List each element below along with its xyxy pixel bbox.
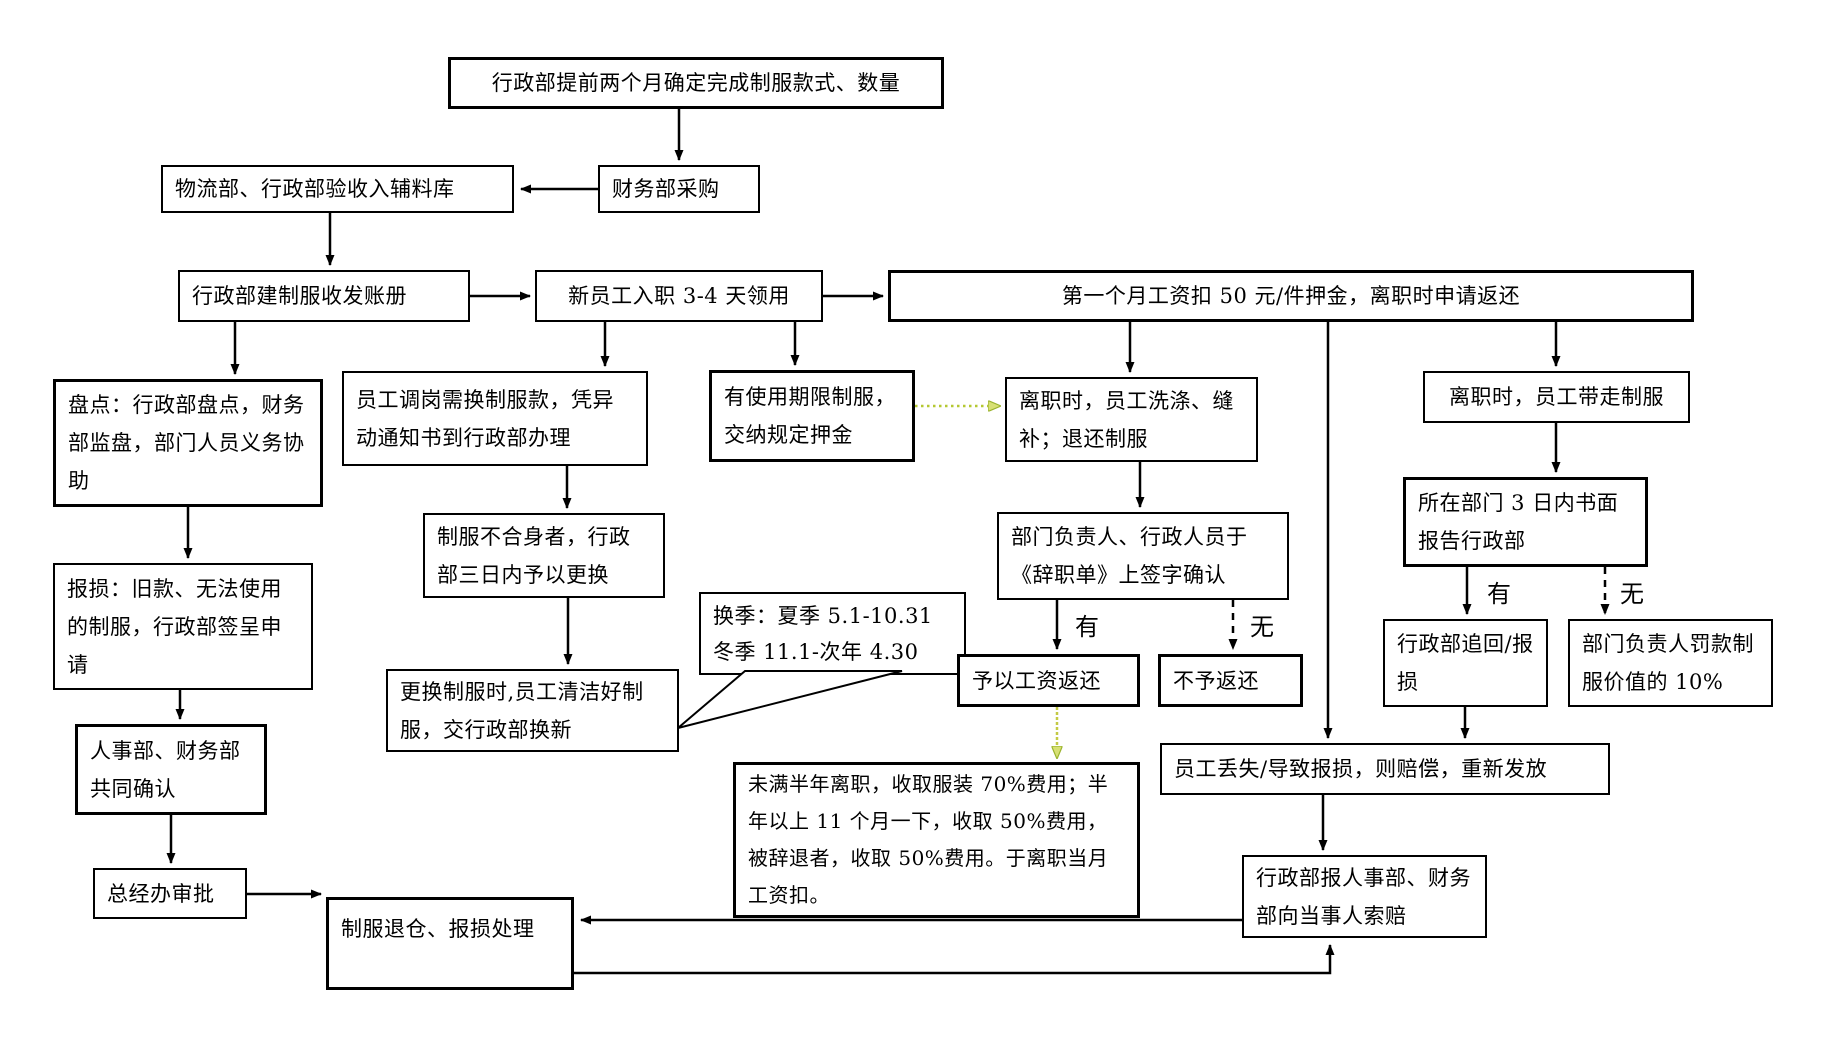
node-determine-style-qty: 行政部提前两个月确定完成制服款式、数量 xyxy=(448,57,944,109)
node-loss-compensate: 员工丢失/导致报损，则赔偿，重新发放 xyxy=(1160,743,1610,795)
node-unfit-exchange: 制服不合身者，行政部三日内予以更换 xyxy=(423,513,665,598)
label-resign-no: 无 xyxy=(1250,613,1274,641)
node-gm-approve: 总经办审批 xyxy=(93,868,247,919)
label-report-no: 无 xyxy=(1620,580,1644,608)
node-renew-clean: 更换制服时,员工清洁好制服，交行政部换新 xyxy=(386,669,679,752)
node-refund-with-salary: 予以工资返还 xyxy=(957,654,1140,707)
node-finance-purchase: 财务部采购 xyxy=(598,165,760,213)
node-no-refund: 不予返还 xyxy=(1158,654,1303,707)
node-hr-finance-confirm: 人事部、财务部共同确认 xyxy=(75,724,267,815)
node-admin-recover: 行政部追回/报损 xyxy=(1383,619,1548,707)
label-report-yes: 有 xyxy=(1487,580,1511,608)
node-claim-compensation: 行政部报人事部、财务部向当事人索赔 xyxy=(1242,855,1487,938)
node-salary-deposit: 第一个月工资扣 50 元/件押金，离职时申请返还 xyxy=(888,270,1694,322)
node-uniform-ledger: 行政部建制服收发账册 xyxy=(178,270,470,322)
node-term-deposit: 有使用期限制服，交纳规定押金 xyxy=(709,370,915,462)
node-damage-report: 报损：旧款、无法使用的制服，行政部签呈申请 xyxy=(53,563,313,690)
node-return-warehouse: 制服退仓、报损处理 xyxy=(326,897,574,990)
node-receive-warehouse: 物流部、行政部验收入辅料库 xyxy=(161,165,514,213)
node-report-3days: 所在部门 3 日内书面报告行政部 xyxy=(1403,477,1648,567)
node-resign-sign-confirm: 部门负责人、行政人员于《辞职单》上签字确认 xyxy=(997,512,1289,600)
node-newhire-issue: 新员工入职 3-4 天领用 xyxy=(535,270,823,322)
node-inventory-check: 盘点：行政部盘点，财务部监盘，部门人员义务协助 xyxy=(53,379,323,507)
node-transfer-change: 员工调岗需换制服款，凭异动通知书到行政部办理 xyxy=(342,371,648,466)
node-manager-fine: 部门负责人罚款制服价值的 10% xyxy=(1568,619,1773,707)
label-resign-yes: 有 xyxy=(1075,613,1099,641)
node-leave-wash-return: 离职时，员工洗涤、缝补；退还制服 xyxy=(1005,377,1258,462)
node-leave-takeaway: 离职时，员工带走制服 xyxy=(1423,371,1690,423)
node-leave-penalty-rates: 未满半年离职，收取服装 70%费用；半年以上 11 个月一下，收取 50%费用，… xyxy=(733,762,1140,918)
